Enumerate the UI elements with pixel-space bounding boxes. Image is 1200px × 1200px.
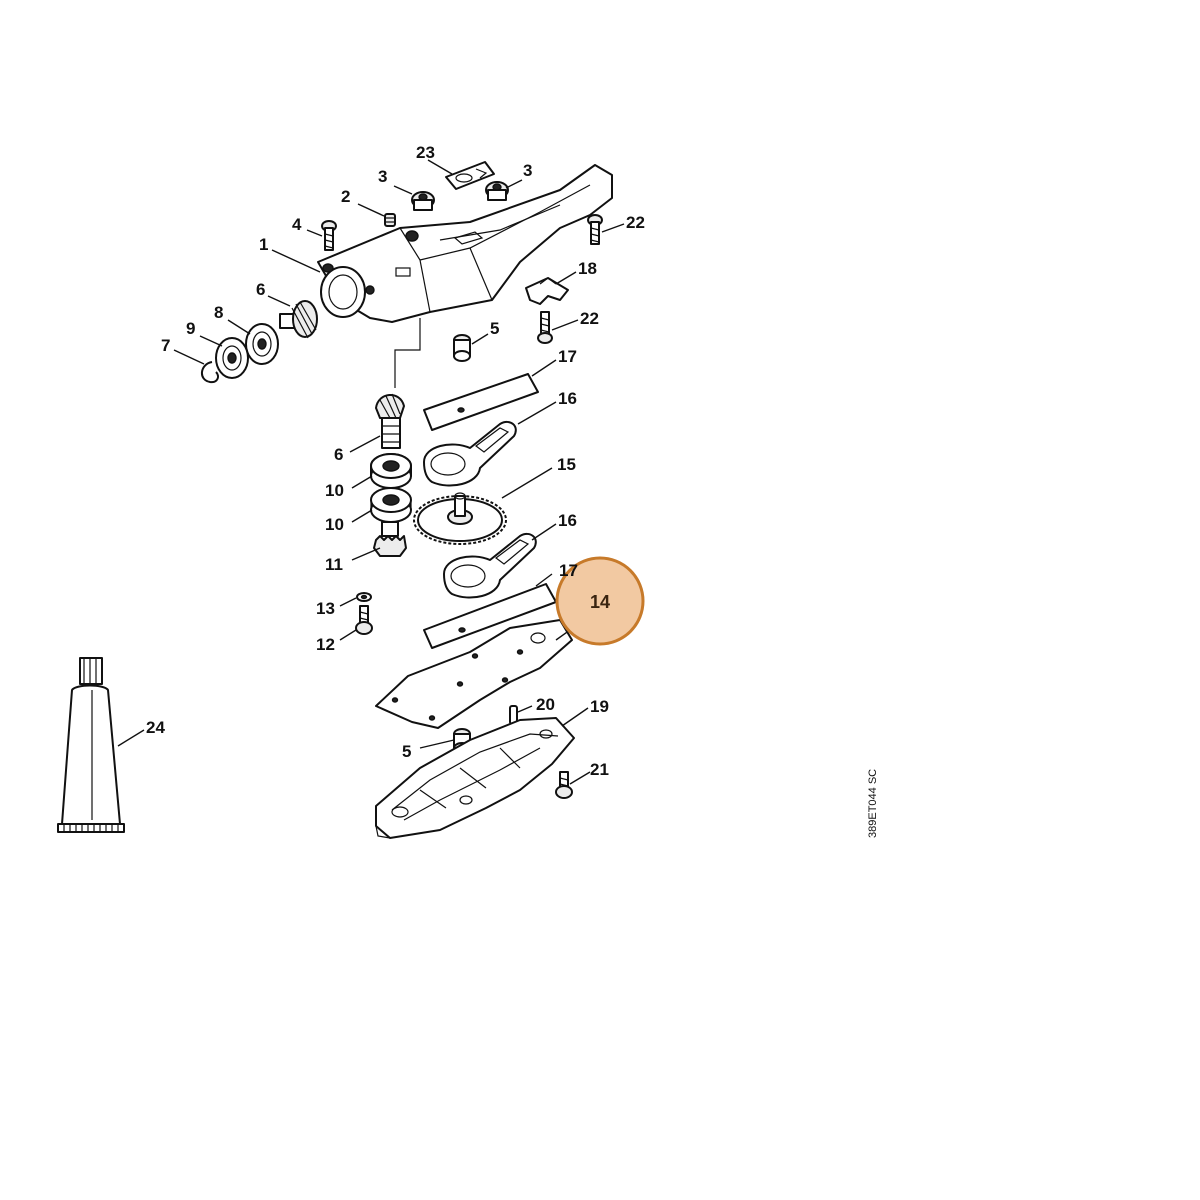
callout-19: 19 [590,697,609,716]
gear-cover-part [375,717,575,839]
callout-17-top: 17 [558,347,577,366]
ball-bearing-part-9 [215,337,249,379]
grease-tube-part [57,657,125,833]
plug-part-right [485,181,509,201]
callout-9: 9 [186,319,195,338]
drawing-code: 389ET044 SC [867,769,879,838]
clip-part [525,277,569,305]
highlight-marker [555,556,645,646]
callout-5-bottom: 5 [402,742,411,761]
connecting-rod-part-top [423,420,517,487]
bevel-pinion-left [279,300,318,339]
screw-part-top [321,220,337,251]
callout-labels: 23 3 3 2 4 22 1 18 6 8 22 9 5 7 17 16 6 … [146,143,645,779]
callout-6-vertical: 6 [334,445,343,464]
callout-1: 1 [259,235,268,254]
bevel-pinion-vertical [375,393,405,449]
callout-5-top: 5 [490,319,499,338]
callout-2: 2 [341,187,350,206]
spur-gear-part [413,492,507,545]
cover-gasket-part [375,619,573,729]
callout-22-top: 22 [626,213,645,232]
callout-15: 15 [557,455,576,474]
circlip-part [201,361,219,384]
callout-24: 24 [146,718,165,737]
callout-10-upper: 10 [325,481,344,500]
callout-16-top: 16 [558,389,577,408]
label-plate-part [445,161,495,190]
callout-17-bottom: 17 [559,561,578,580]
callout-7: 7 [161,336,170,355]
connecting-rod-part-bottom [443,532,537,599]
callout-6-left: 6 [256,280,265,299]
washer-part [356,592,372,602]
callout-14-highlighted: 14 [590,592,610,612]
gasket-part-top [423,373,539,431]
ball-bearing-part-8 [245,323,279,365]
callout-10-lower: 10 [325,515,344,534]
callout-11: 11 [325,555,343,574]
callout-3-left: 3 [378,167,387,186]
plug-part-left [411,191,435,211]
screw-part-bottom [555,771,573,799]
pin-part [384,213,396,227]
leader-lines [117,159,625,785]
callout-23: 23 [416,143,435,162]
callout-3-right: 3 [523,161,532,180]
ball-bearing-part-10-upper [370,453,412,489]
callout-20: 20 [536,695,555,714]
callout-4: 4 [292,215,302,234]
callout-21: 21 [590,760,609,779]
gear-housing-part [317,164,613,323]
callout-8: 8 [214,303,223,322]
screw-part-left [355,605,373,635]
callout-12: 12 [316,635,335,654]
callout-13: 13 [316,599,335,618]
screw-part-right-bottom [537,311,553,344]
callout-22-bottom: 22 [580,309,599,328]
sleeve-part-top [453,334,471,362]
ball-bearing-part-10-lower [370,487,412,523]
callout-18: 18 [578,259,597,278]
screw-part-right-top [587,214,603,245]
callout-16-bottom: 16 [558,511,577,530]
pinion-part [373,521,407,557]
